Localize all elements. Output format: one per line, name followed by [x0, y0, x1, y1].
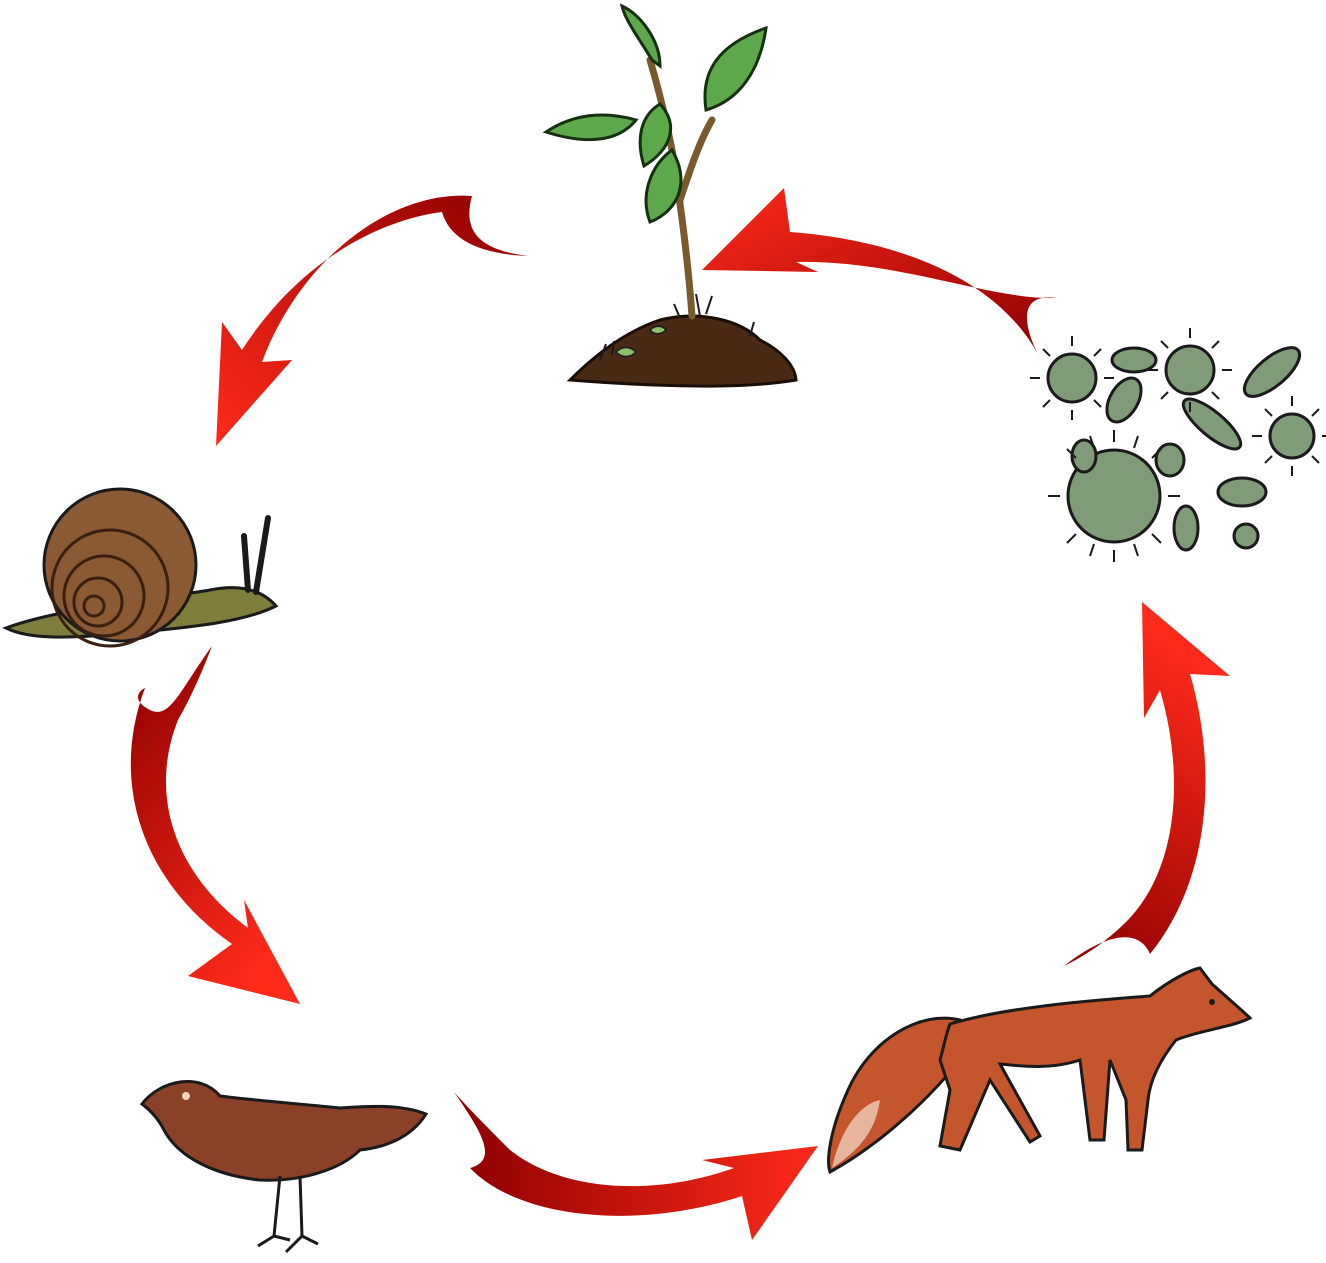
microbe [1154, 442, 1186, 478]
plant-icon [542, 3, 798, 388]
leaves [542, 3, 768, 224]
shell [42, 487, 198, 643]
microbe [1181, 397, 1243, 451]
microbe [1242, 346, 1302, 398]
fox-eye [1209, 999, 1215, 1005]
shell-spiral [50, 528, 170, 648]
leaf [619, 3, 662, 70]
microbe [1172, 504, 1200, 552]
leaf [638, 102, 672, 169]
grass-tuft [599, 293, 755, 361]
fox-tail-tip [832, 1100, 880, 1168]
microbe-spikes [1030, 328, 1326, 562]
bird-legs [257, 1175, 319, 1254]
leaf [703, 25, 768, 112]
bird-icon [139, 1080, 429, 1254]
microbe [1046, 352, 1098, 404]
microbe [1216, 476, 1268, 508]
arrow-plant-to-snail [216, 195, 528, 446]
arrow-body [702, 188, 1056, 358]
arrow-body [1064, 602, 1230, 966]
bird-body [139, 1080, 429, 1182]
arrow-snail-to-bird [130, 646, 300, 1004]
microbe [1268, 412, 1316, 460]
arrow-body [454, 1092, 818, 1240]
microbe [1066, 448, 1162, 544]
snail-icon [2, 487, 279, 648]
arrow-bird-to-fox [454, 1092, 818, 1240]
fox-icon [827, 966, 1253, 1175]
fox-body [938, 966, 1253, 1152]
bird-eye [182, 1092, 190, 1100]
microbe [1164, 344, 1216, 396]
microbes-icon [1030, 328, 1326, 562]
soil-mound [566, 314, 798, 388]
leaf [542, 113, 639, 142]
arrow-decomposers-to-plant [702, 188, 1056, 358]
microbe [1105, 376, 1143, 424]
leaf [644, 147, 683, 224]
arrow-fox-to-decomposers [1064, 602, 1230, 966]
green-moss [614, 325, 668, 358]
arrow-body [216, 195, 528, 446]
microbe [1110, 346, 1158, 374]
eye-stalk [241, 515, 271, 595]
microbe [1070, 438, 1098, 474]
arrow-body [130, 646, 300, 1004]
microbe [1232, 522, 1260, 550]
